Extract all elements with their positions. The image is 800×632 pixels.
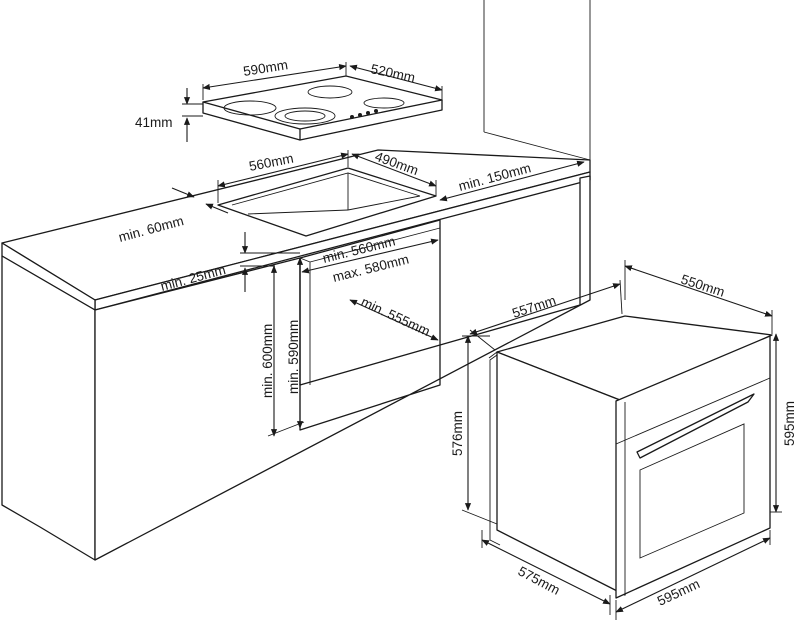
label-oven-height-body: 576mm xyxy=(450,411,465,456)
label-niche-height-590: min. 590mm xyxy=(286,320,301,394)
label-niche-height-600: min. 600mm xyxy=(260,324,275,398)
oven-window xyxy=(639,423,745,559)
control-dots xyxy=(350,109,378,119)
cooktop-hob xyxy=(202,75,443,141)
label-hob-depth: 520mm xyxy=(369,61,416,85)
label-hob-height: 41mm xyxy=(135,115,173,130)
label-oven-width-bottom: 595mm xyxy=(655,576,702,609)
room-walls xyxy=(483,0,591,170)
dimension-lines xyxy=(171,62,782,620)
burner-front-left xyxy=(223,100,277,116)
label-oven-width-top: 550mm xyxy=(679,272,726,300)
built-in-oven xyxy=(488,315,773,599)
burner-front xyxy=(274,107,336,125)
label-cutout-width: 560mm xyxy=(248,151,295,174)
label-niche-depth: min. 555mm xyxy=(359,294,433,339)
burner-right xyxy=(363,97,405,109)
label-oven-height-total: 595mm xyxy=(782,401,797,446)
oven-handle xyxy=(636,393,755,459)
label-hob-width: 590mm xyxy=(242,57,289,79)
